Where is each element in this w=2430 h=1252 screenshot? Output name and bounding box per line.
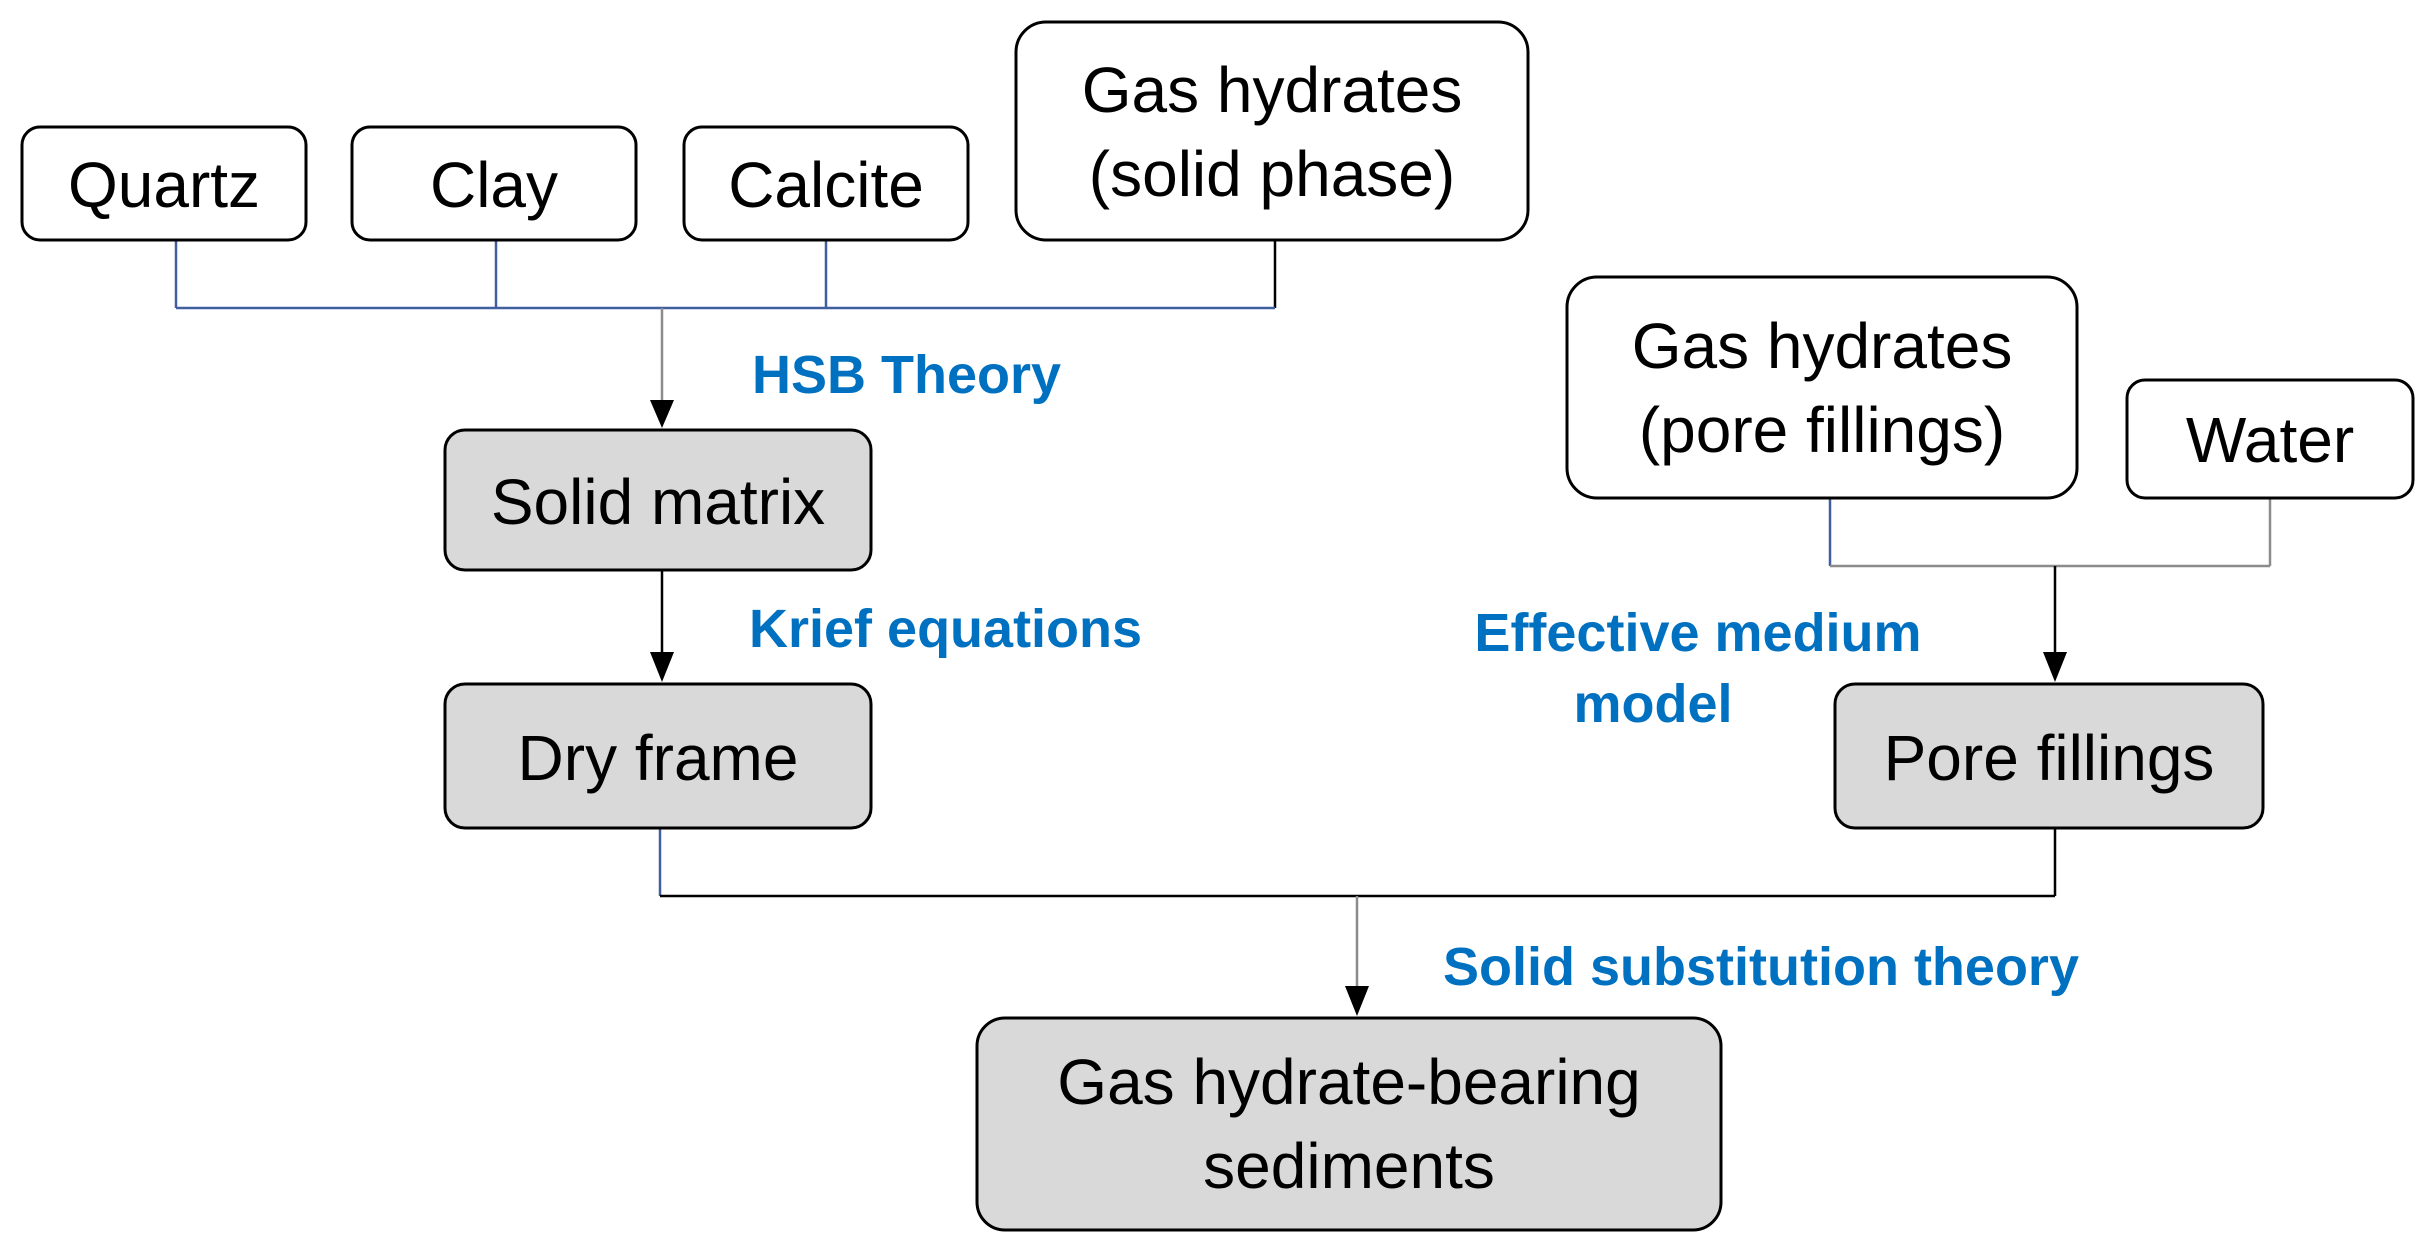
solid-matrix-label: Solid matrix [491,466,825,538]
minerals-connector [174,240,1277,428]
quartz-node: Quartz [20,125,308,242]
substitution-connector [658,828,2057,1016]
effective-medium-label-line2: model [1573,674,1732,734]
gas-hydrate-bearing-sediments-node: Gas hydrate-bearing sediments [975,1016,1723,1232]
quartz-label: Quartz [68,149,260,221]
solid-matrix-node: Solid matrix [443,428,873,572]
gas-hydrates-solid-line1: Gas hydrates [1082,54,1463,126]
dry-frame-label: Dry frame [518,722,799,794]
clay-label: Clay [430,149,558,221]
arrow-to-pore-fillings [2043,652,2067,682]
arrow-to-dry-frame [650,652,674,682]
dry-frame-node: Dry frame [443,682,873,830]
gas-hydrates-solid-line2: (solid phase) [1089,138,1455,210]
gas-hydrates-pore-fillings-node: Gas hydrates (pore fillings) [1565,275,2079,500]
effective-medium-label-line1: Effective medium [1474,603,1921,663]
hsb-theory-label: HSB Theory [752,345,1061,405]
pore-fillings-node: Pore fillings [1833,682,2265,830]
pore-fillings-label: Pore fillings [1884,722,2215,794]
arrow-to-sediments [1345,986,1369,1016]
calcite-node: Calcite [682,125,970,242]
sediments-line2: sediments [1203,1130,1495,1202]
sediments-line1: Gas hydrate-bearing [1057,1046,1640,1118]
water-label: Water [2186,404,2354,476]
clay-node: Clay [350,125,638,242]
gas-hydrates-pore-line1: Gas hydrates [1632,310,2013,382]
arrow-to-solid-matrix [650,400,674,428]
calcite-label: Calcite [728,149,924,221]
gas-hydrates-pore-line2: (pore fillings) [1639,394,2005,466]
gas-hydrates-solid-phase-node: Gas hydrates (solid phase) [1014,20,1530,242]
pore-fluids-connector [1828,498,2272,682]
solid-substitution-theory-label: Solid substitution theory [1443,937,2079,997]
solid-matrix-to-dry-frame-connector [650,570,674,682]
water-node: Water [2125,378,2415,500]
krief-equations-label: Krief equations [749,599,1142,659]
